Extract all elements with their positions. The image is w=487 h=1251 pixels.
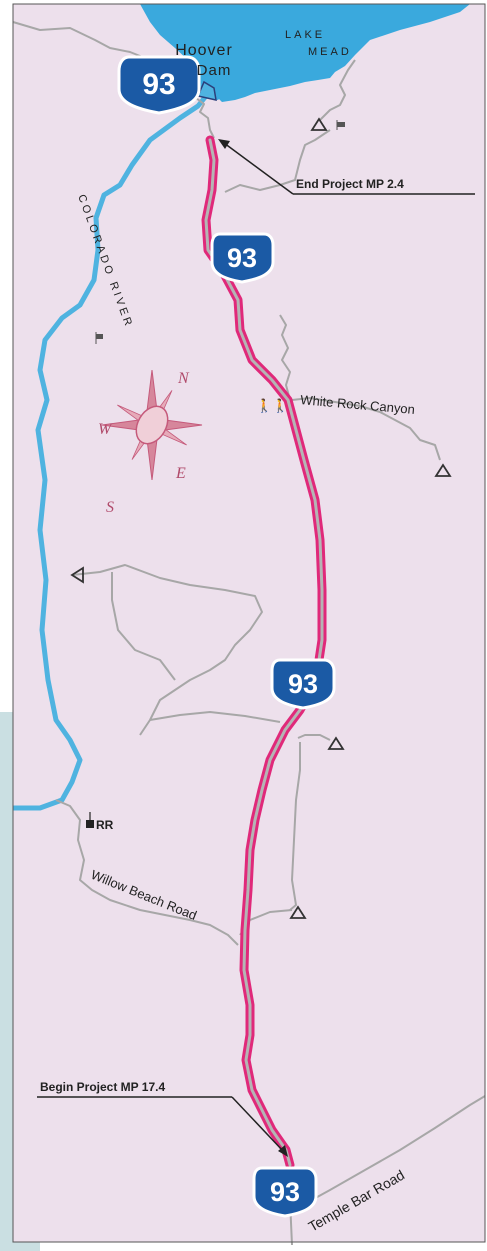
route-shield-number: 93 — [270, 1177, 300, 1207]
route-shield-upper: 93 — [210, 232, 275, 284]
dam-label: Dam — [197, 62, 232, 79]
map-border — [12, 3, 486, 1243]
route-shield-middle: 93 — [270, 658, 336, 710]
compass-e-label: E — [175, 465, 186, 482]
flag-icon — [336, 120, 345, 130]
flag-icon — [95, 332, 103, 344]
compass-s-label: S — [106, 499, 114, 516]
campground-icon — [289, 905, 307, 919]
campground-icon — [434, 463, 452, 477]
compass-w-label: W — [98, 421, 113, 438]
compass-n-label: N — [177, 370, 190, 387]
route-shield-number: 93 — [288, 669, 318, 699]
rr-label: RR — [96, 818, 114, 832]
route-shield-number: 93 — [142, 68, 175, 101]
end-project-arrow-icon — [218, 139, 230, 149]
begin-project-arrow-icon — [278, 1145, 288, 1157]
route-shield-bottom: 93 — [252, 1166, 318, 1218]
colorado-river — [13, 94, 208, 811]
hikers-icon: 🚶🚶 — [256, 398, 288, 413]
mead-label: MEAD — [308, 46, 352, 58]
route-shield-number: 93 — [227, 243, 257, 273]
route-shield-top: 93 — [117, 55, 201, 115]
hoover-dam-structure — [196, 80, 217, 101]
hoover-label: Hoover — [175, 42, 233, 59]
campground-icon — [327, 736, 345, 750]
rr-flag-icon — [86, 820, 94, 828]
end-project-label: End Project MP 2.4 — [296, 177, 404, 191]
compass-rose — [101, 369, 203, 481]
lake-label: LAKE — [285, 29, 325, 41]
campground-icon — [310, 117, 328, 131]
begin-project-callout: Begin Project MP 17.4 — [37, 1080, 288, 1157]
end-project-callout: End Project MP 2.4 — [218, 139, 475, 195]
campground-icon — [70, 566, 84, 584]
begin-project-label: Begin Project MP 17.4 — [40, 1080, 165, 1094]
